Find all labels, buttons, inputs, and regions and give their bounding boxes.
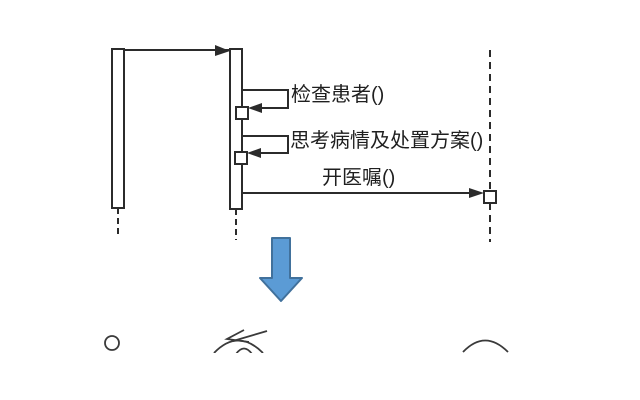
message-label-write-order: 开医嘱() xyxy=(322,167,396,189)
control-object-icon xyxy=(213,329,268,355)
activation-bar-left xyxy=(111,48,125,209)
self-message-1-line xyxy=(242,89,289,109)
self-message-2-nested-activation xyxy=(234,151,248,165)
object-circle-icon xyxy=(462,339,509,353)
message-label-examine-patient: 检查患者() xyxy=(291,84,385,106)
self-message-2-line xyxy=(242,135,289,154)
transform-down-arrow-icon xyxy=(259,237,303,302)
call-message-3-target-activation xyxy=(483,190,497,204)
self-message-1-arrowhead-icon xyxy=(248,103,262,113)
activation-bar-middle xyxy=(229,48,243,210)
self-message-1-nested-activation xyxy=(235,106,249,120)
call-message-3-arrowhead-icon xyxy=(469,188,484,198)
self-message-2-arrowhead-icon xyxy=(247,148,261,158)
actor-head-icon xyxy=(104,335,120,351)
top-message-arrowhead-icon xyxy=(215,45,230,56)
message-label-consider-treatment: 思考病情及处置方案() xyxy=(290,130,484,152)
bottom-crop-band xyxy=(0,353,640,400)
